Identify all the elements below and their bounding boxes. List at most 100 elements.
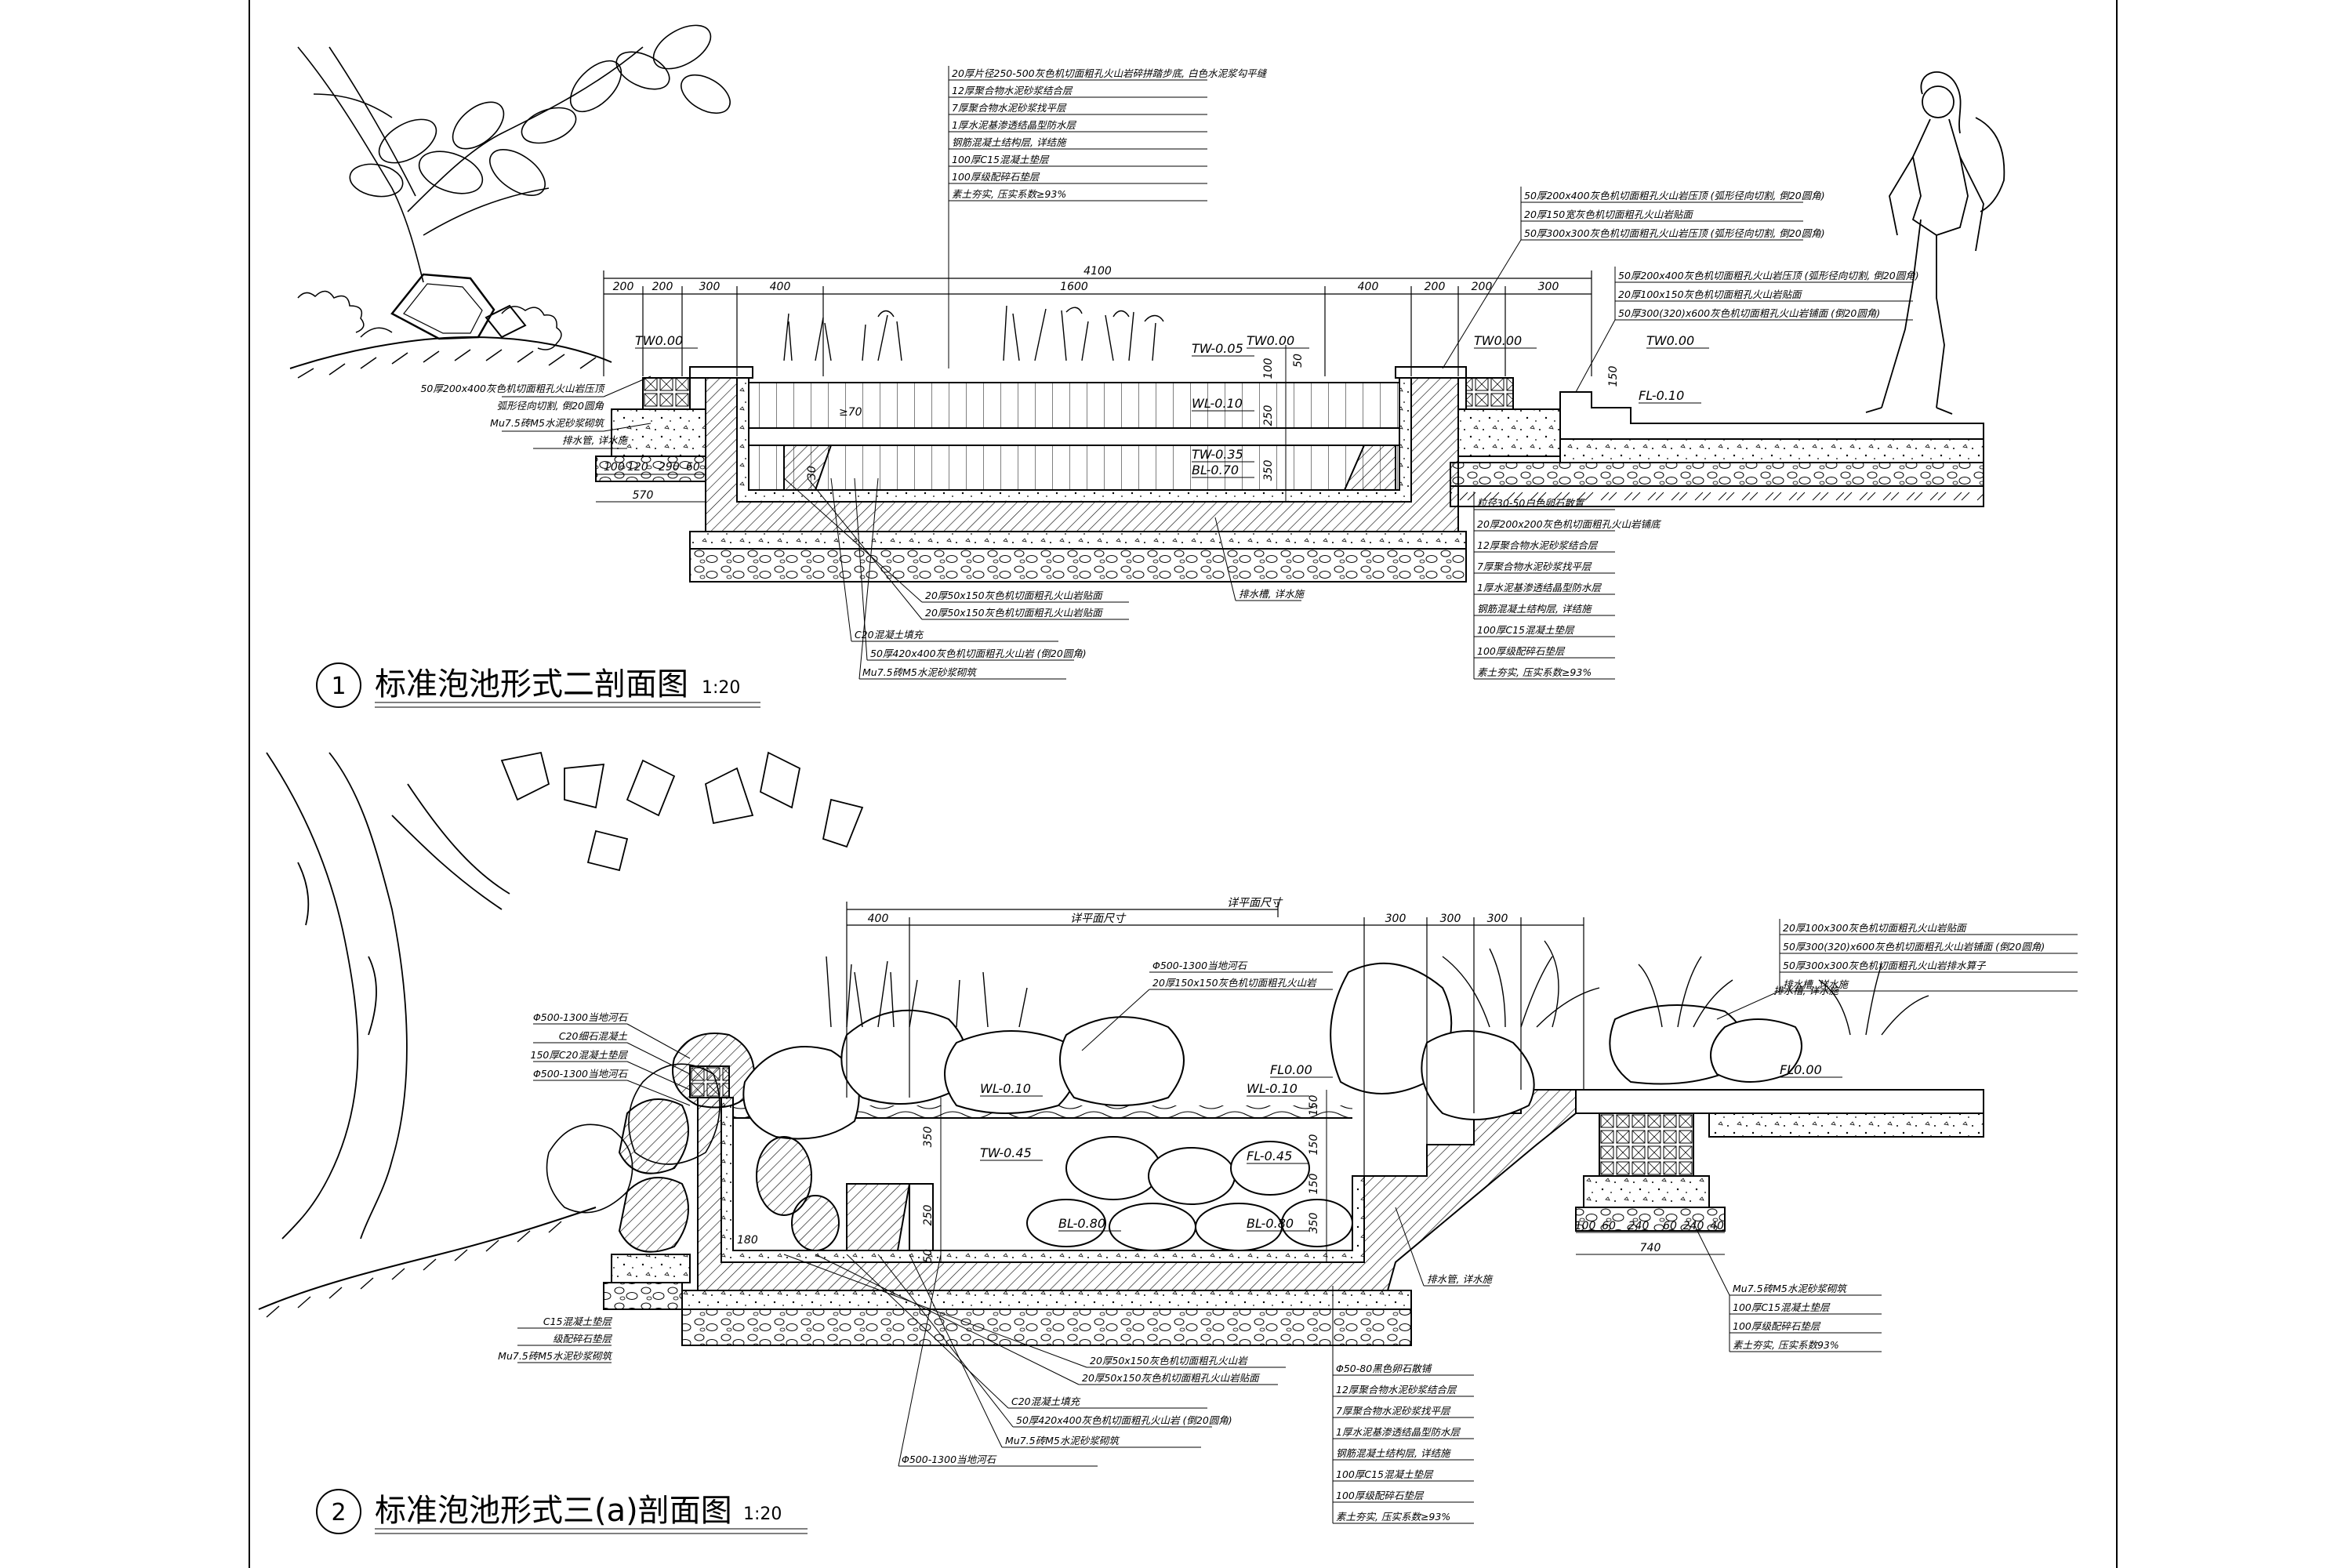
level-s2: TW-0.45	[980, 1145, 1032, 1160]
grasses	[826, 940, 1929, 1036]
note-s2-bottom-leader	[909, 1254, 1003, 1448]
note-s1-bottom-left: 20厚50x150灰色机切面粗孔火山岩贴面	[925, 607, 1104, 619]
dim-s2-vertical: 50	[922, 1249, 935, 1263]
note-s2-left-bottom: 级配碎石垫层	[553, 1333, 613, 1345]
note-s1-right-a: 50厚300x300灰色机切面粗孔火山岩压顶 (弧形径向切割, 倒20圆角)	[1524, 227, 1825, 239]
note-s1-right-b: 20厚100x150灰色机切面粗孔火山岩贴面	[1618, 289, 1803, 300]
note-s1-bottom-right: 7厚聚合物水泥砂浆找平层	[1477, 561, 1592, 572]
note-s2-left-leader	[626, 1080, 691, 1106]
tree-trunk	[266, 751, 864, 1240]
note-s1-bottom-right: 1厚水泥基渗透结晶型防水层	[1477, 582, 1602, 593]
note-s2-left: Φ500-1300当地河石	[533, 1011, 630, 1023]
note-s2-right-bottom: Mu7.5砖M5水泥砂浆砌筑	[1733, 1283, 1848, 1294]
note-s2-bottom: C20混凝土填充	[1011, 1396, 1081, 1407]
note-s1-bottom-left-leader	[854, 477, 868, 661]
level-s2: FL-0.45	[1247, 1149, 1292, 1163]
note-s2-left-leader	[626, 1061, 691, 1091]
note-s2-bottom-right: 素土夯实, 压实系数≥93%	[1336, 1511, 1450, 1523]
dim-s1-left: 60	[686, 461, 700, 474]
level-s1: TW0.00	[635, 333, 683, 348]
dim-s1-right-vertical: 150	[1607, 366, 1620, 387]
note-s2-bottom-leader	[815, 1254, 1080, 1385]
boulders	[618, 962, 1802, 1253]
dim-s1-top: 300	[1538, 281, 1559, 293]
level-s1: TW-0.35	[1192, 447, 1243, 462]
section-2-title: 标准泡池形式三(a)剖面图	[375, 1493, 732, 1529]
note-s2-upper: 20厚150x150灰色机切面粗孔火山岩	[1152, 977, 1317, 989]
note-s2-left-leader	[626, 1042, 691, 1075]
section-2-drawing	[258, 751, 1984, 1346]
section-2-scale: 1:20	[743, 1504, 782, 1524]
dim-s1-top: 200	[613, 281, 634, 293]
note-s2-right: 排水槽, 详水施	[1783, 978, 1849, 990]
level-s1: TW0.00	[1247, 333, 1294, 348]
dim-s1-top: 200	[1425, 281, 1446, 293]
note-s2-left: 150厚C20混凝土垫层	[531, 1049, 629, 1061]
dim-s2-right-bottom: 60	[1663, 1220, 1677, 1232]
pool-section-1	[595, 366, 1984, 583]
dim-s2-top: 详平面尺寸	[1070, 913, 1127, 925]
dim-s2-right-bottom: 240	[1683, 1220, 1704, 1232]
note-s1-right-a: 50厚200x400灰色机切面粗孔火山岩压顶 (弧形径向切割, 倒20圆角)	[1524, 190, 1825, 201]
note-s1-top: 100厚级配碎石垫层	[952, 171, 1040, 183]
level-s1: TW0.00	[1474, 333, 1522, 348]
note-s2-right: 50厚300(320)x600灰色机切面粗孔火山岩铺面 (倒20圆角)	[1783, 941, 2045, 953]
note-s2-bottom: 20厚50x150灰色机切面粗孔火山岩	[1090, 1355, 1248, 1367]
note-s1-bottom-left: 50厚420x400灰色机切面粗孔火山岩 (倒20圆角)	[870, 648, 1087, 659]
level-s2: WL-0.10	[980, 1081, 1031, 1096]
dim-s1-left: 100	[604, 461, 625, 474]
level-s1: BL-0.70	[1192, 463, 1239, 477]
note-s2-right-leader	[1716, 990, 1780, 1020]
dim-s1-vertical: 100	[1262, 358, 1275, 379]
level-s1: FL-0.10	[1639, 388, 1684, 403]
note-s2-bottom-right: 钢筋混凝土结构层, 详结施	[1336, 1447, 1452, 1459]
section-1-title: 标准泡池形式二剖面图	[375, 666, 688, 702]
note-s2-bottom-leader	[783, 1254, 1087, 1368]
note-s1-bottom-right: 20厚200x200灰色机切面粗孔火山岩铺底	[1477, 518, 1662, 530]
note-s2-right: 50厚300x300灰色机切面粗孔火山岩排水算子	[1783, 960, 1987, 971]
dim-s1-top: 400	[770, 281, 791, 293]
note-s1-right-a: 20厚150宽灰色机切面粗孔火山岩贴面	[1524, 209, 1694, 220]
left-ground	[289, 273, 612, 379]
section-1-scale: 1:20	[702, 678, 740, 698]
section-2-number: 2	[331, 1499, 346, 1526]
dim-s2-top: 300	[1385, 913, 1406, 925]
note-s2-drain: 排水槽, 详水施	[1773, 985, 1840, 996]
dim-s2-top: 300	[1440, 913, 1461, 925]
note-s2-right: 20厚100x300灰色机切面粗孔火山岩贴面	[1783, 922, 1968, 934]
level-s1: WL-0.10	[1192, 396, 1243, 411]
dim-s1-vertical: 250	[1262, 405, 1275, 426]
note-s1-left: 弧形径向切割, 倒20圆角	[497, 400, 604, 412]
note-s2-bottom-right: 7厚聚合物水泥砂浆找平层	[1336, 1405, 1451, 1417]
note-s1-top: 7厚聚合物水泥砂浆找平层	[952, 102, 1067, 114]
section-1-number: 1	[331, 673, 346, 700]
drain-leader	[1214, 517, 1236, 601]
dim-s1-small: 30	[806, 466, 818, 480]
dim-s2-overall: 详平面尺寸	[1227, 897, 1283, 909]
level-s1: TW0.00	[1646, 333, 1694, 348]
dim-s2-vertical: 150	[1308, 1174, 1320, 1195]
note-s1-bottom-right: 素土夯实, 压实系数≥93%	[1477, 666, 1592, 678]
level-s1: TW-0.05	[1192, 341, 1243, 356]
dim-s1-overall: 4100	[1083, 265, 1112, 278]
note-s2-bottom: 20厚50x150灰色机切面粗孔火山岩贴面	[1082, 1372, 1261, 1384]
dim-s2-top: 300	[1487, 913, 1508, 925]
dim-s2-right-bottom: 40	[1710, 1220, 1724, 1232]
section-1-number-circle	[316, 662, 361, 708]
note-s2-bottom-right: 100厚级配碎石垫层	[1336, 1490, 1425, 1501]
note-s1-top: 钢筋混凝土结构层, 详结施	[952, 136, 1068, 148]
note-s1-top: 20厚片径250-500灰色机切面粗孔火山岩碎拼踏步底, 白色水泥浆勾平缝	[952, 67, 1268, 79]
note-s2-bottom: Mu7.5砖M5水泥砂浆砌筑	[1005, 1435, 1120, 1446]
note-s1-left-leader	[603, 423, 652, 432]
dim-s2-right-bottom: 60	[1602, 1220, 1616, 1232]
note-s2-drain: 排水管, 详水施	[1427, 1273, 1494, 1285]
dim-chain-top	[603, 270, 1592, 376]
note-s1-bottom-right: 100厚C15混凝土垫层	[1477, 624, 1575, 636]
note-s2-right-bottom: 100厚C15混凝土垫层	[1733, 1301, 1831, 1313]
dim-s2-vertical: 350	[922, 1127, 935, 1148]
annotation-labels: 20厚片径250-500灰色机切面粗孔火山岩碎拼踏步底, 白色水泥浆勾平缝12厚…	[331, 67, 2045, 1529]
note-s2-bottom-leader	[846, 1254, 1009, 1409]
dim-s1-small: ≥70	[839, 406, 862, 419]
dim-s1-top: 1600	[1060, 281, 1088, 293]
